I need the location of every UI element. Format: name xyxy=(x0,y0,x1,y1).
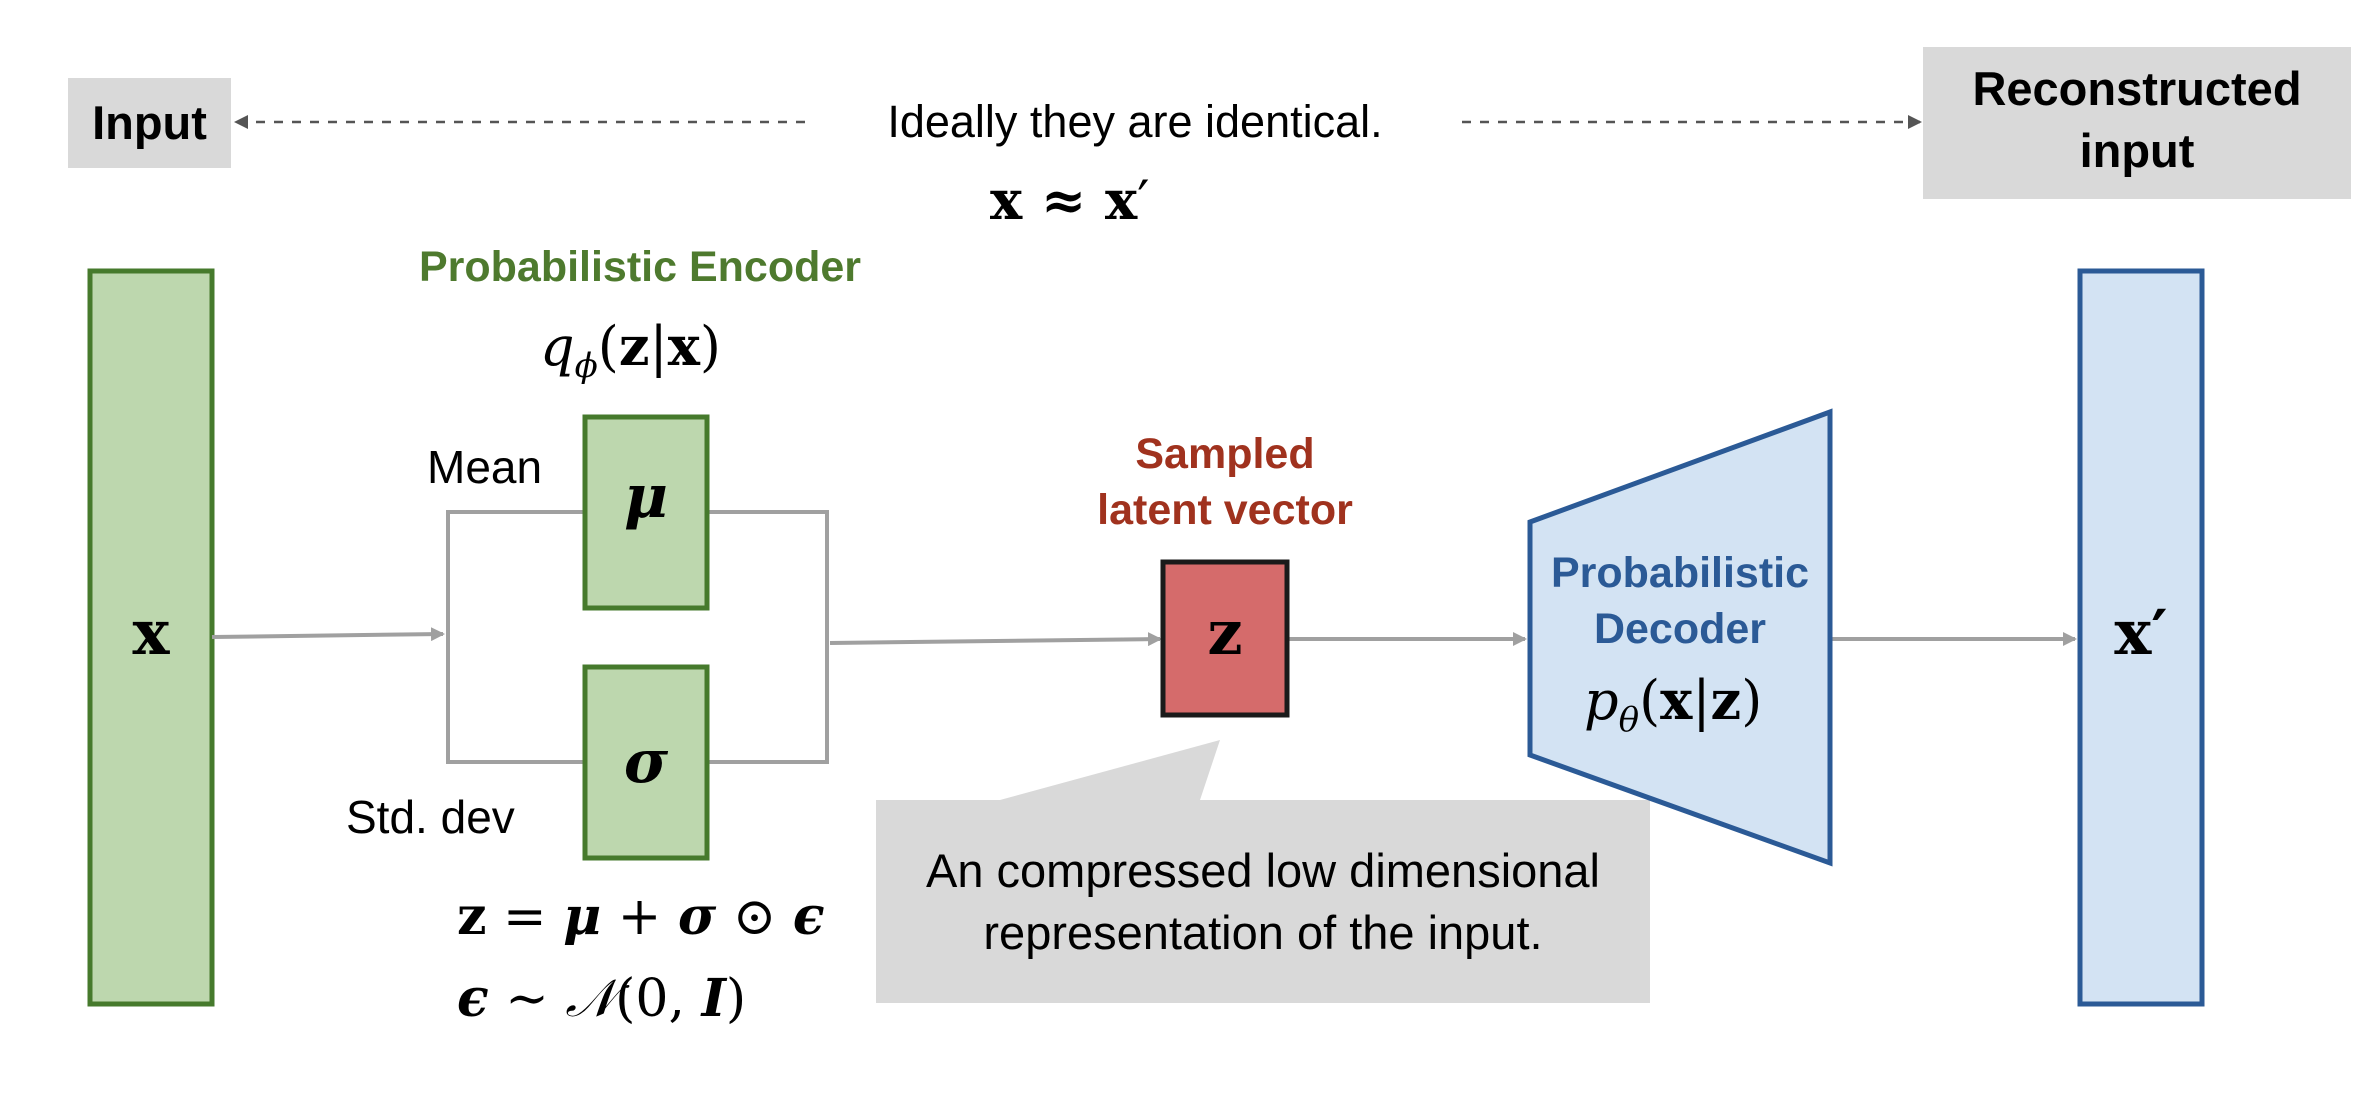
reconstructed-input-label: Reconstructed input xyxy=(1972,62,2302,177)
x-symbol: x xyxy=(132,596,170,669)
callout-text: An compressed low dimensional representa… xyxy=(926,844,1600,959)
encoder-formula: qϕ(z|x) xyxy=(540,314,721,386)
std-dev-label: Std. dev xyxy=(346,791,515,843)
decoder-trapezoid xyxy=(1527,408,1833,867)
input-x-bar xyxy=(87,268,215,1007)
mu-box xyxy=(582,414,710,611)
decoder-title: Probabilistic Decoder xyxy=(1550,549,1810,653)
encoder-branch-lines xyxy=(446,510,829,764)
arrow-encoder-to-z xyxy=(829,632,1162,647)
input-tag xyxy=(68,78,231,168)
input-label: Input xyxy=(92,96,207,149)
z-box xyxy=(1160,559,1290,718)
sigma-symbol: σ xyxy=(623,727,669,797)
reparam-formula-1: z = μ + σ ⊙ ϵ xyxy=(457,886,825,947)
arrow-x-to-encoder xyxy=(211,627,445,642)
sampled-latent-label: Sampled latent vector xyxy=(1097,430,1353,534)
ideal-caption: Ideally they are identical. xyxy=(887,96,1383,147)
encoder-title: Probabilistic Encoder xyxy=(418,243,862,291)
reparam-formula-2: ϵ ∼ 𝒩(0, I) xyxy=(457,968,747,1029)
mu-symbol: μ xyxy=(624,462,668,532)
ideal-formula: x ≈ x′ xyxy=(990,168,1150,232)
decoder-formula: pθ(x|z) xyxy=(1584,668,1763,740)
sigma-box xyxy=(582,664,710,861)
reconstructed-input-tag xyxy=(1923,47,2351,199)
x-prime-symbol: x′ xyxy=(2114,596,2168,669)
callout-bubble xyxy=(876,740,1650,1003)
mean-label: Mean xyxy=(427,441,543,493)
output-x-prime-bar xyxy=(2077,268,2205,1007)
z-symbol: z xyxy=(1207,596,1243,669)
